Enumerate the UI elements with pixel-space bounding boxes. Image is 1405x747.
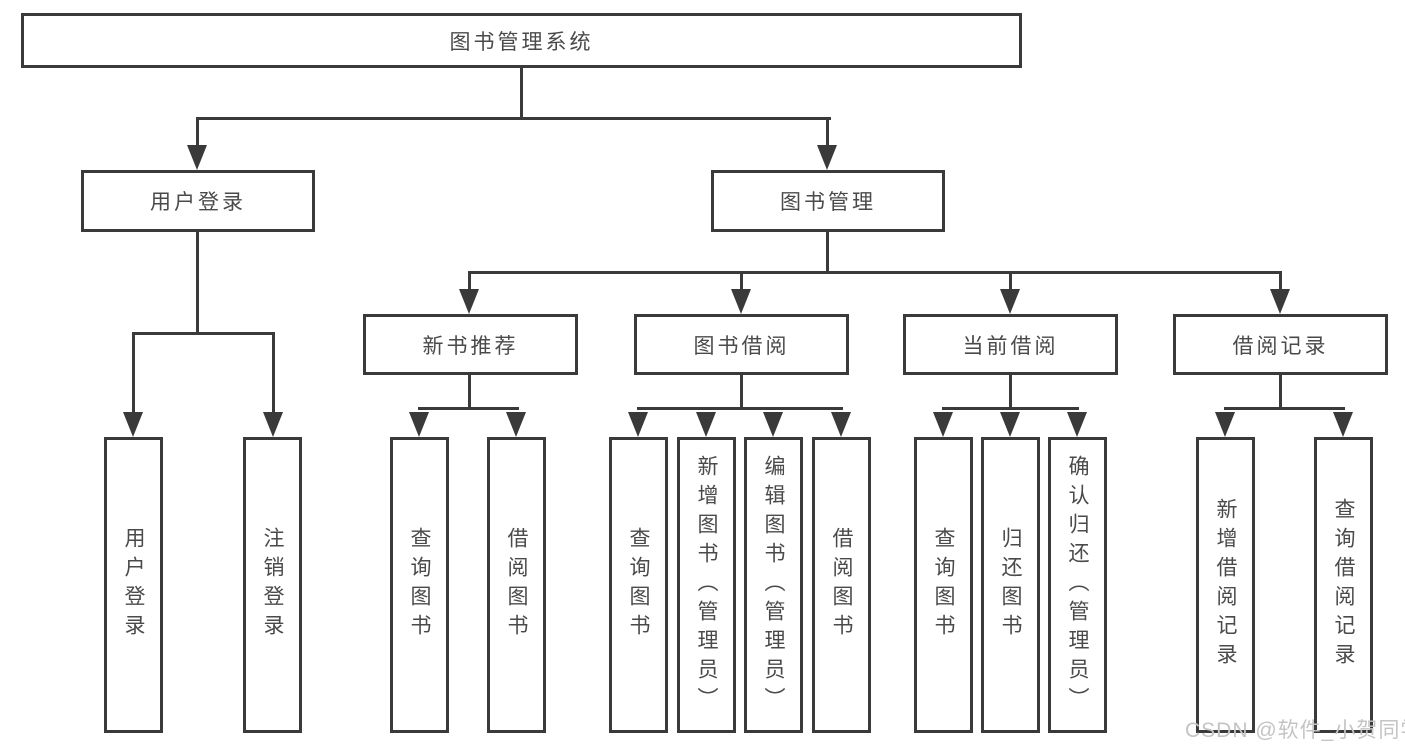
arrow-down-icon — [263, 412, 283, 437]
connector-root-stem — [520, 68, 523, 120]
arrow-down-icon — [817, 145, 837, 170]
arrow-down-icon — [933, 412, 953, 437]
leaf-query-borrow-record: 查询借阅记录 — [1314, 437, 1373, 733]
connector-user-login-stem — [196, 232, 199, 335]
leaf-borrow-books: 借阅图书 — [812, 437, 871, 733]
arrow-down-icon — [1000, 289, 1020, 314]
arrow-down-icon — [1270, 289, 1290, 314]
watermark: CSDN @软件_小贺同学 — [1185, 719, 1405, 742]
arrow-down-icon — [1000, 412, 1020, 437]
leaf-query-books-borrow: 查询图书 — [609, 437, 668, 733]
connector-drop-level3 — [1279, 271, 1282, 293]
connector-book-management-stem — [826, 232, 829, 274]
connector-drop-user-login — [196, 117, 199, 148]
leaf-edit-books-admin: 编辑图书（管理员） — [744, 437, 803, 733]
arrow-down-icon — [409, 412, 429, 437]
leaf-return-books: 归还图书 — [981, 437, 1040, 733]
connector-new-book-stem — [468, 375, 471, 410]
node-borrow-records: 借阅记录 — [1173, 314, 1388, 375]
leaf-add-books-admin: 新增图书（管理员） — [677, 437, 736, 733]
connector-drop-leaf — [272, 332, 275, 415]
node-current-borrow: 当前借阅 — [903, 314, 1118, 375]
leaf-add-borrow-record: 新增借阅记录 — [1196, 437, 1255, 733]
connector-level2-branch — [196, 117, 831, 120]
connector-drop-level3 — [1009, 271, 1012, 293]
connector-current-borrow-branch — [942, 407, 1079, 410]
leaf-query-books-recommend: 查询图书 — [390, 437, 449, 733]
leaf-borrow-books-recommend: 借阅图书 — [487, 437, 546, 733]
connector-drop-level3 — [468, 271, 471, 293]
connector-drop-leaf — [132, 332, 135, 415]
arrow-down-icon — [696, 412, 716, 437]
connector-user-login-branch — [132, 332, 275, 335]
node-book-management-branch: 图书管理 — [711, 170, 945, 232]
connector-drop-level3 — [740, 271, 743, 293]
arrow-down-icon — [731, 289, 751, 314]
arrow-down-icon — [1333, 412, 1353, 437]
arrow-down-icon — [506, 412, 526, 437]
arrow-down-icon — [1067, 412, 1087, 437]
connector-level3-branch — [468, 271, 1282, 274]
node-root: 图书管理系统 — [21, 13, 1022, 68]
connector-new-book-branch — [418, 407, 519, 410]
connector-borrow-records-stem — [1279, 375, 1282, 410]
connector-book-borrow-branch — [637, 407, 843, 410]
leaf-confirm-return-admin: 确认归还（管理员） — [1048, 437, 1107, 733]
leaf-logout: 注销登录 — [243, 437, 302, 733]
arrow-down-icon — [1215, 412, 1235, 437]
leaf-user-login: 用户登录 — [104, 437, 163, 733]
arrow-down-icon — [459, 289, 479, 314]
arrow-down-icon — [628, 412, 648, 437]
connector-drop-book-management — [826, 117, 829, 148]
node-new-book-recommend: 新书推荐 — [363, 314, 578, 375]
connector-current-borrow-stem — [1009, 375, 1012, 410]
arrow-down-icon — [187, 145, 207, 170]
node-book-borrow: 图书借阅 — [634, 314, 849, 375]
connector-book-borrow-stem — [740, 375, 743, 410]
arrow-down-icon — [763, 412, 783, 437]
arrow-down-icon — [831, 412, 851, 437]
arrow-down-icon — [123, 412, 143, 437]
leaf-query-books-current: 查询图书 — [914, 437, 973, 733]
node-user-login-branch: 用户登录 — [81, 170, 315, 232]
connector-borrow-records-branch — [1224, 407, 1345, 410]
